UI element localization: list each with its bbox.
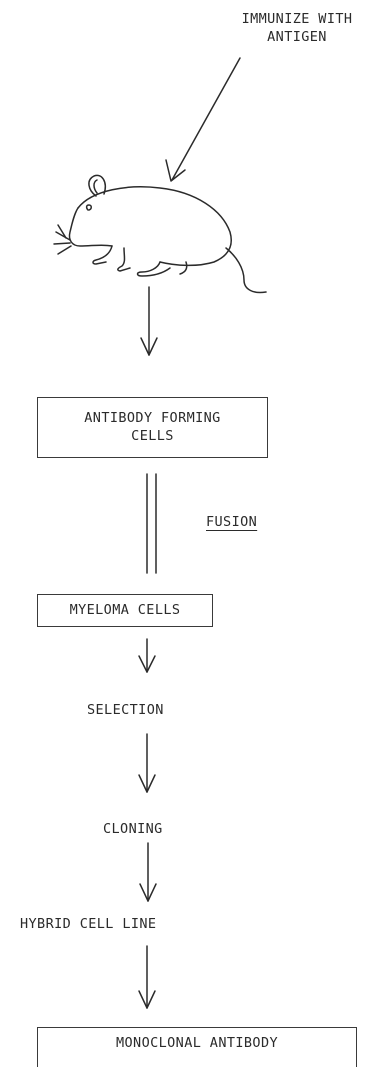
mouse-icon <box>54 175 266 292</box>
hybrid-cell-line-label: HYBRID CELL LINE <box>20 915 156 933</box>
arrow-myeloma-to-selection <box>139 639 155 672</box>
fusion-double-line <box>147 474 156 573</box>
arrow-mouse-to-afc <box>141 287 157 355</box>
immunize-label: IMMUNIZE WITH ANTIGEN <box>222 10 367 46</box>
myeloma-cells-label: MYELOMA CELLS <box>38 601 212 619</box>
selection-label: SELECTION <box>87 701 164 719</box>
antibody-forming-cells-box: ANTIBODY FORMING CELLS <box>37 397 268 458</box>
arrow-immunize-to-mouse <box>166 58 240 181</box>
fusion-label: FUSION <box>206 513 257 531</box>
cloning-label: CLONING <box>103 820 163 838</box>
antibody-forming-cells-line-1: ANTIBODY FORMING <box>38 409 267 427</box>
myeloma-cells-box: MYELOMA CELLS <box>37 594 213 627</box>
antibody-forming-cells-line-2: CELLS <box>38 427 267 445</box>
monoclonal-antibody-box: MONOCLONAL ANTIBODY <box>37 1027 357 1067</box>
monoclonal-antibody-label: MONOCLONAL ANTIBODY <box>38 1034 356 1052</box>
arrow-hybrid-to-monoclonal <box>139 946 155 1008</box>
arrow-cloning-to-hybrid <box>140 843 156 901</box>
immunize-line-1: IMMUNIZE WITH <box>242 11 353 27</box>
immunize-line-2: ANTIGEN <box>267 29 327 45</box>
arrow-selection-to-cloning <box>139 734 155 792</box>
